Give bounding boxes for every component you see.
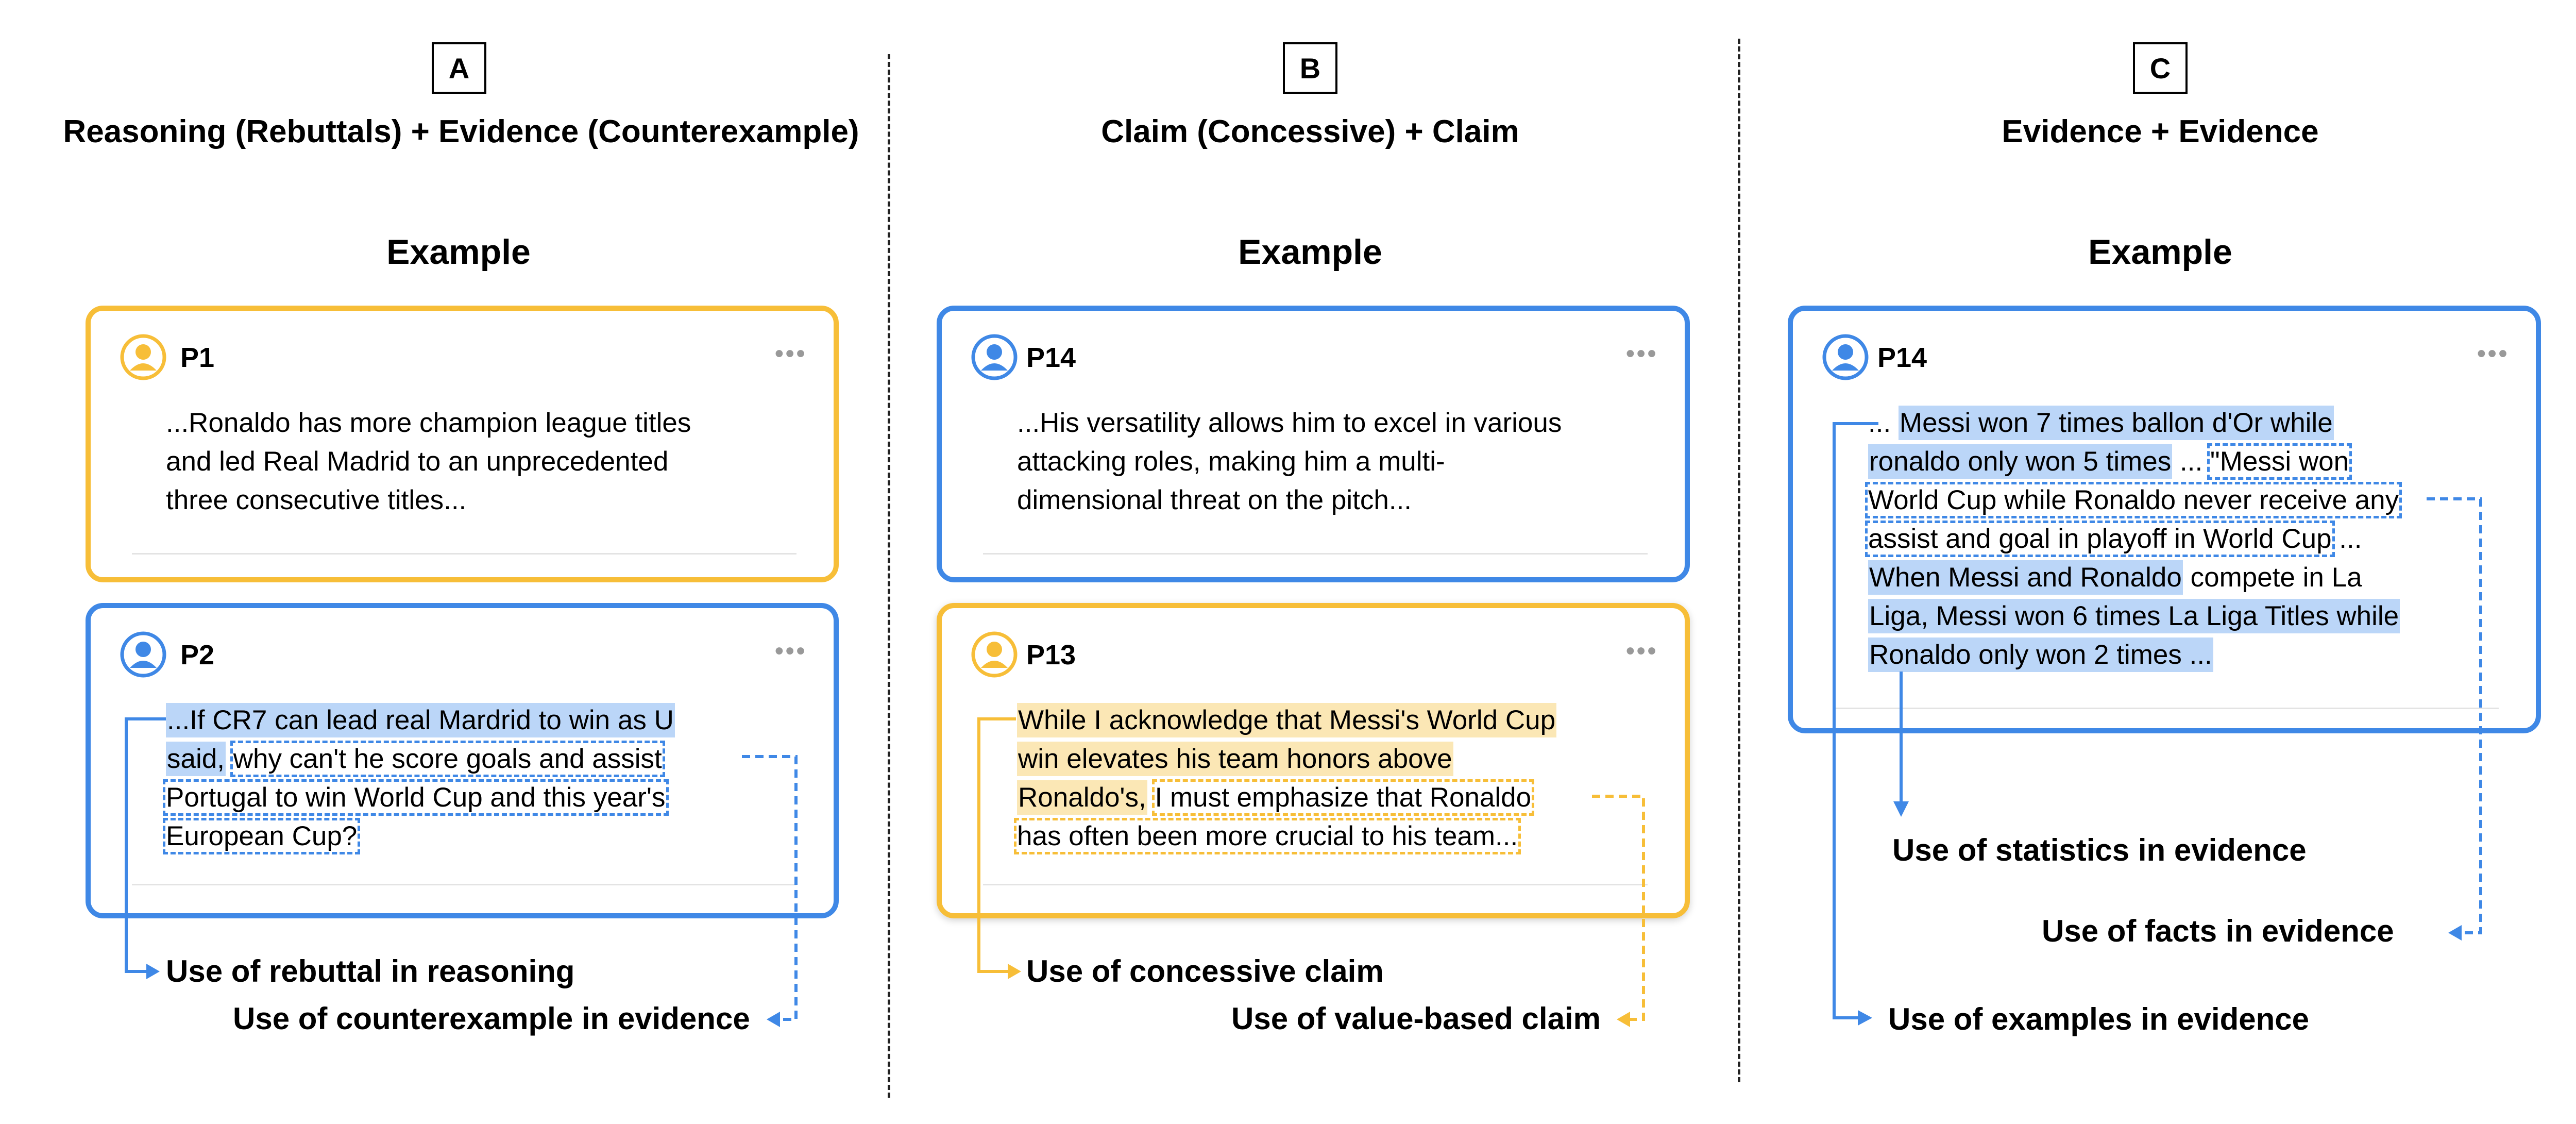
user-icon <box>971 631 1018 678</box>
more-options-icon[interactable]: ••• <box>1626 638 1658 665</box>
post-text-fragment: ... <box>2180 446 2203 477</box>
post-card-p1: P1 ••• ...Ronaldo has more champion leag… <box>86 306 839 582</box>
post-text-line: ...Ronaldo has more champion league titl… <box>166 408 691 438</box>
post-author: P14 <box>1026 342 1076 373</box>
facts-highlight: assist and goal in playoff in World Cup <box>1865 521 2335 557</box>
post-author: P14 <box>1877 342 1927 373</box>
panel-separator-ab <box>888 54 890 1098</box>
post-text-line: and led Real Madrid to an unprecedented <box>166 446 669 477</box>
post-author: P13 <box>1026 640 1076 670</box>
counterexample-highlight: Portugal to win World Cup and this year'… <box>163 779 669 816</box>
post-author: P2 <box>180 640 215 670</box>
post-text: ...If CR7 can lead real Mardrid to win a… <box>162 701 815 855</box>
user-icon <box>1822 333 1869 381</box>
card-divider <box>1834 708 2499 709</box>
statistics-highlight: Messi won 7 times ballon d'Or while <box>1898 406 2334 440</box>
panel-c-letter: C <box>2133 42 2188 94</box>
post-text-line: ...His versatility allows him to excel i… <box>1017 408 1562 438</box>
card-divider <box>132 553 796 555</box>
card-divider <box>132 884 796 885</box>
card-divider <box>983 884 1648 885</box>
more-options-icon[interactable]: ••• <box>2477 340 2510 367</box>
annotation-statistics: Use of statistics in evidence <box>1892 833 2307 867</box>
panel-a-letter: A <box>432 42 486 94</box>
annotation-examples: Use of examples in evidence <box>1888 1002 2310 1036</box>
post-text-fragment: compete in La <box>2190 562 2362 593</box>
panel-b-title: Claim (Concessive) + Claim <box>1101 114 1519 149</box>
post-text-line: dimensional threat on the pitch... <box>1017 485 1412 515</box>
counterexample-highlight: why can't he score goals and assist <box>230 741 665 777</box>
counterexample-highlight: European Cup? <box>162 818 361 854</box>
more-options-icon[interactable]: ••• <box>775 340 807 367</box>
panel-a-title: Reasoning (Rebuttals) + Evidence (Counte… <box>63 114 859 149</box>
rebuttal-highlight: said, <box>166 742 226 776</box>
facts-highlight: "Messi won <box>2207 443 2352 480</box>
annotation-concessive-claim: Use of concessive claim <box>1026 954 1384 988</box>
post-text-line: three consecutive titles... <box>166 485 467 515</box>
annotation-counterexample: Use of counterexample in evidence <box>233 1001 750 1036</box>
post-author: P1 <box>180 342 215 373</box>
user-icon <box>120 333 167 381</box>
panel-c-example-label: Example <box>2088 232 2232 272</box>
post-text: ...His versatility allows him to excel i… <box>1017 404 1666 519</box>
examples-highlight: Liga, Messi won 6 times La Liga Titles w… <box>1868 599 2400 633</box>
post-text: While I acknowledge that Messi's World C… <box>1013 701 1666 855</box>
post-text: ...Ronaldo has more champion league titl… <box>166 404 784 519</box>
more-options-icon[interactable]: ••• <box>775 638 807 665</box>
post-card-p13: P13 ••• While I acknowledge that Messi's… <box>937 603 1690 918</box>
statistics-highlight: ronaldo only won 5 times <box>1868 444 2173 479</box>
panel-c-title: Evidence + Evidence <box>2002 114 2319 149</box>
value-claim-highlight: I must emphasize that Ronaldo <box>1151 779 1535 816</box>
annotation-facts: Use of facts in evidence <box>2042 914 2394 948</box>
post-card-p14: P14 ••• ...His versatility allows him to… <box>937 306 1690 582</box>
post-text: ... Messi won 7 times ballon d'Or while … <box>1865 404 2528 674</box>
annotation-rebuttal: Use of rebuttal in reasoning <box>166 954 575 988</box>
value-claim-highlight: has often been more crucial to his team.… <box>1013 818 1521 854</box>
user-icon <box>120 631 167 678</box>
user-icon <box>971 333 1018 381</box>
panel-a-example-label: Example <box>386 232 531 272</box>
concessive-highlight: win elevates his team honors above <box>1017 742 1453 776</box>
panel-b-letter: B <box>1283 42 1337 94</box>
post-text-fragment: ... <box>2339 524 2362 554</box>
card-divider <box>983 553 1648 555</box>
panel-separator-bc <box>1738 39 1740 1082</box>
annotation-value-claim: Use of value-based claim <box>1231 1001 1601 1036</box>
post-text-line: attacking roles, making him a multi- <box>1017 446 1445 477</box>
concessive-highlight: While I acknowledge that Messi's World C… <box>1017 703 1557 737</box>
more-options-icon[interactable]: ••• <box>1626 340 1658 367</box>
facts-highlight: World Cup while Ronaldo never receive an… <box>1865 482 2402 518</box>
examples-highlight: Ronaldo only won 2 times ... <box>1868 638 2213 672</box>
examples-highlight: When Messi and Ronaldo <box>1868 560 2183 595</box>
post-card-p2: P2 ••• ...If CR7 can lead real Mardrid t… <box>86 603 839 918</box>
concessive-highlight: Ronaldo's, <box>1017 780 1147 815</box>
panel-b-example-label: Example <box>1238 232 1382 272</box>
rebuttal-highlight: ...If CR7 can lead real Mardrid to win a… <box>166 703 675 737</box>
post-card-p14-evidence: P14 ••• ... Messi won 7 times ballon d'O… <box>1788 306 2541 733</box>
